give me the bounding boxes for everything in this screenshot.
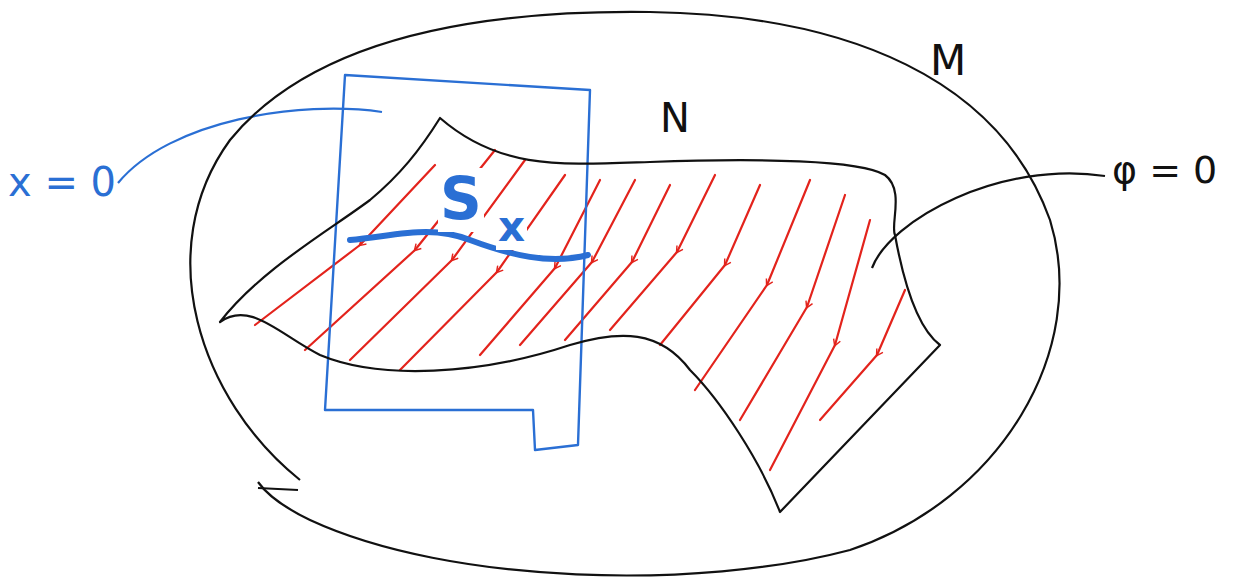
leader-line — [872, 173, 1105, 268]
region-outline: MN — [170, 8, 1065, 582]
curve-label: S — [438, 168, 484, 232]
flow-lines — [255, 150, 905, 470]
plane-equation: x = 0 — [8, 160, 116, 204]
surface-label: N — [660, 96, 690, 140]
surface-equation: φ = 0 — [1112, 150, 1217, 192]
region-outline-shape — [170, 8, 1065, 582]
surface-outline: N — [215, 112, 945, 515]
curve-subscript: x — [496, 204, 527, 250]
region-label: M — [930, 38, 966, 84]
surface-outline-shape — [215, 112, 945, 515]
intersection-curve — [350, 232, 588, 259]
